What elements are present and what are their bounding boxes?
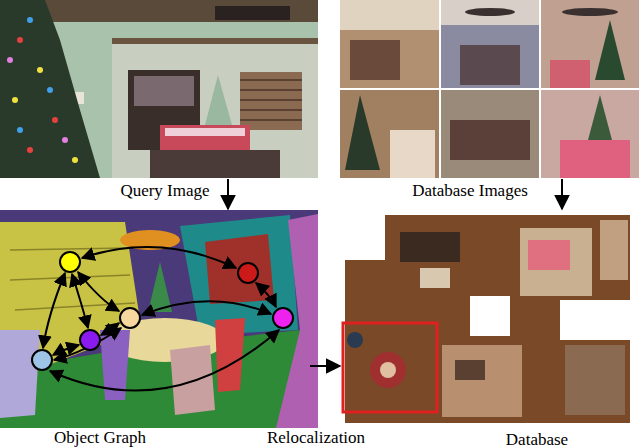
query-photo (0, 0, 318, 178)
panel-caption: Database Images (412, 181, 528, 200)
caption-slot: Query Image (120, 181, 209, 201)
panel-caption: Database (506, 430, 568, 448)
panel-caption: Query Image (120, 181, 209, 200)
object-graph-render (0, 210, 318, 428)
caption-slot: Database Images (412, 181, 528, 201)
database-photos (340, 0, 639, 178)
edge-label-slot: Relocalization (267, 428, 365, 448)
figure-panel: Database Images (340, 0, 639, 178)
graph-relations (43, 247, 279, 390)
flow-arrow (227, 179, 229, 209)
panel-caption: Object Graph (54, 428, 146, 447)
object-nodes (32, 252, 293, 370)
caption-slot: Database (506, 430, 568, 448)
figure-panel: Query Image (0, 0, 318, 178)
flow-arrow (310, 365, 340, 367)
caption-slot: Object Graph (54, 428, 146, 448)
figure-panel: Database (340, 210, 639, 430)
edge-label: Relocalization (267, 428, 365, 447)
floor-plan (343, 215, 630, 423)
flow-arrow (561, 179, 563, 209)
figure-panel: Object Graph (0, 210, 318, 428)
